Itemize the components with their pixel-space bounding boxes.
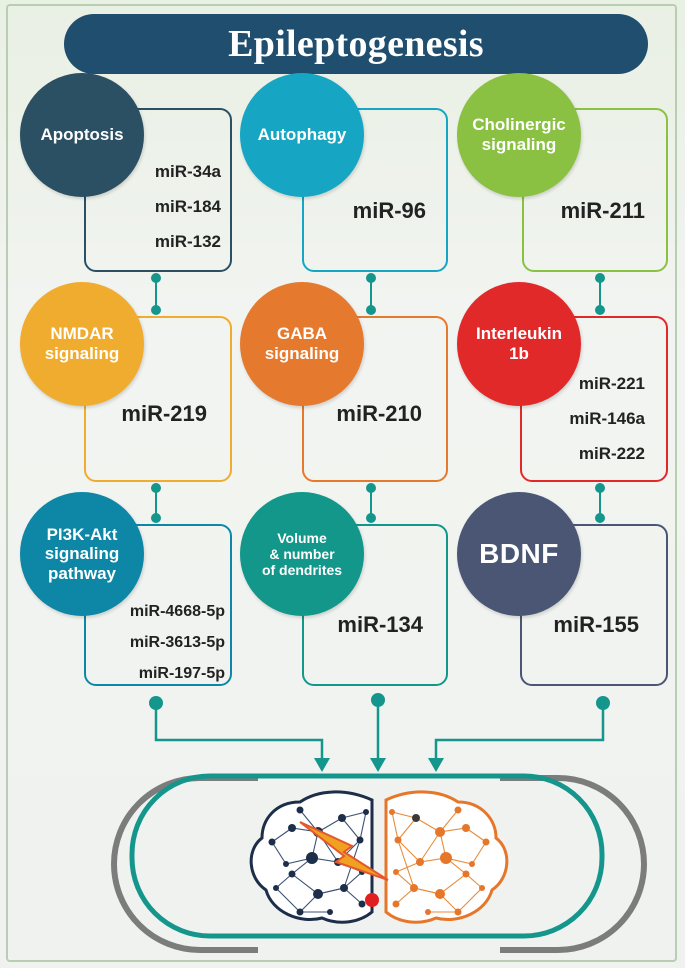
label-bdnf: BDNF <box>479 537 559 569</box>
label-interleukin-line2: 1b <box>509 344 529 363</box>
mirna-list-gaba: miR-210 <box>336 396 422 431</box>
capsule-inner <box>129 773 605 939</box>
mirna-item: miR-132 <box>154 232 221 251</box>
circle-autophagy: Autophagy <box>240 73 364 197</box>
connector-dot <box>595 513 605 523</box>
circle-cholinergic: Cholinergic signaling <box>457 73 581 197</box>
label-volume-line1: Volume <box>277 529 327 546</box>
label-gaba-line2: signaling <box>264 344 340 363</box>
circle-bdnf: BDNF <box>457 492 581 616</box>
connector-dot <box>151 483 161 493</box>
connector-dot <box>595 305 605 315</box>
label-volume-line2: & number <box>269 545 335 562</box>
label-volume-line3: of dendrites <box>261 562 343 579</box>
connector-dot <box>366 273 376 283</box>
brain-capsule <box>111 773 647 953</box>
mirna-list-apoptosis: miR-34a miR-184 miR-132 <box>155 154 221 259</box>
label-nmdar-line1: NMDAR <box>50 324 114 344</box>
mirna-item: miR-34a <box>154 162 221 181</box>
mirna-item: miR-96 <box>352 198 426 223</box>
mirna-item: miR-155 <box>553 612 639 637</box>
seizure-focus <box>365 893 379 907</box>
label-pi3k-line2: signaling <box>44 544 120 564</box>
connector-dot <box>151 305 161 315</box>
label-pi3k-line3: pathway <box>47 563 117 583</box>
mirna-list-autophagy: miR-96 <box>353 193 426 228</box>
mirna-item: miR-184 <box>154 197 221 216</box>
mirna-item: miR-197-5p <box>138 665 225 682</box>
connector-dot <box>366 483 376 493</box>
flow-right <box>434 703 605 760</box>
circle-interleukin: Interleukin 1b <box>457 282 581 406</box>
mirna-item: miR-219 <box>121 401 207 426</box>
circle-nmdar: NMDAR signaling <box>20 282 144 406</box>
mirna-list-volume: miR-134 <box>337 607 423 642</box>
arrowhead-center-icon <box>370 758 386 772</box>
flow-left <box>154 703 324 760</box>
figure-frame <box>6 4 677 962</box>
mirna-item: miR-3613-5p <box>129 634 225 651</box>
mirna-list-cholinergic: miR-211 <box>561 193 645 228</box>
mirna-item: miR-4668-5p <box>129 603 225 620</box>
capsule-outer-right <box>500 775 647 953</box>
arrowhead-left-icon <box>314 758 330 772</box>
mirna-item: miR-146a <box>569 409 645 428</box>
arrowhead-right-icon <box>428 758 444 772</box>
mirna-list-nmdar: miR-219 <box>121 396 207 431</box>
title-banner: Epileptogenesis <box>64 14 648 74</box>
flow-dot-left <box>149 696 163 710</box>
mirna-item: miR-221 <box>578 374 645 393</box>
flow-dot-center <box>371 693 385 707</box>
mirna-list-pi3k: miR-4668-5p miR-3613-5p miR-197-5p <box>130 596 225 689</box>
label-cholinergic-line2: signaling <box>481 135 557 154</box>
label-nmdar-line2: signaling <box>44 344 120 363</box>
circle-pi3k: PI3K-Akt signaling pathway <box>20 492 144 616</box>
flow-dot-right <box>596 696 610 710</box>
mirna-item: miR-211 <box>560 198 645 223</box>
connector-dot <box>595 483 605 493</box>
label-autophagy: Autophagy <box>257 125 347 145</box>
mirna-item: miR-134 <box>337 612 423 637</box>
mirna-item: miR-222 <box>578 444 645 463</box>
lightning-bolt-icon <box>299 821 389 881</box>
label-apoptosis: Apoptosis <box>40 125 124 145</box>
label-interleukin-line1: Interleukin <box>476 324 562 344</box>
connector-dot <box>151 513 161 523</box>
connector-dot <box>151 273 161 283</box>
connector-dot <box>595 273 605 283</box>
capsule-outer-left <box>111 775 258 953</box>
label-pi3k-line1: PI3K-Akt <box>46 524 118 544</box>
circle-apoptosis: Apoptosis <box>20 73 144 197</box>
figure-title: Epileptogenesis <box>228 23 484 65</box>
label-cholinergic-line1: Cholinergic <box>472 115 566 135</box>
label-gaba-line1: GABA <box>276 324 328 344</box>
brain-network-icon <box>249 790 509 924</box>
connector-dot <box>366 513 376 523</box>
mirna-item: miR-210 <box>336 401 422 426</box>
connector-dot <box>366 305 376 315</box>
mirna-list-interleukin: miR-221 miR-146a miR-222 <box>569 366 645 471</box>
mirna-list-bdnf: miR-155 <box>553 607 639 642</box>
circle-volume: Volume & number of dendrites <box>240 492 364 616</box>
circle-gaba: GABA signaling <box>240 282 364 406</box>
